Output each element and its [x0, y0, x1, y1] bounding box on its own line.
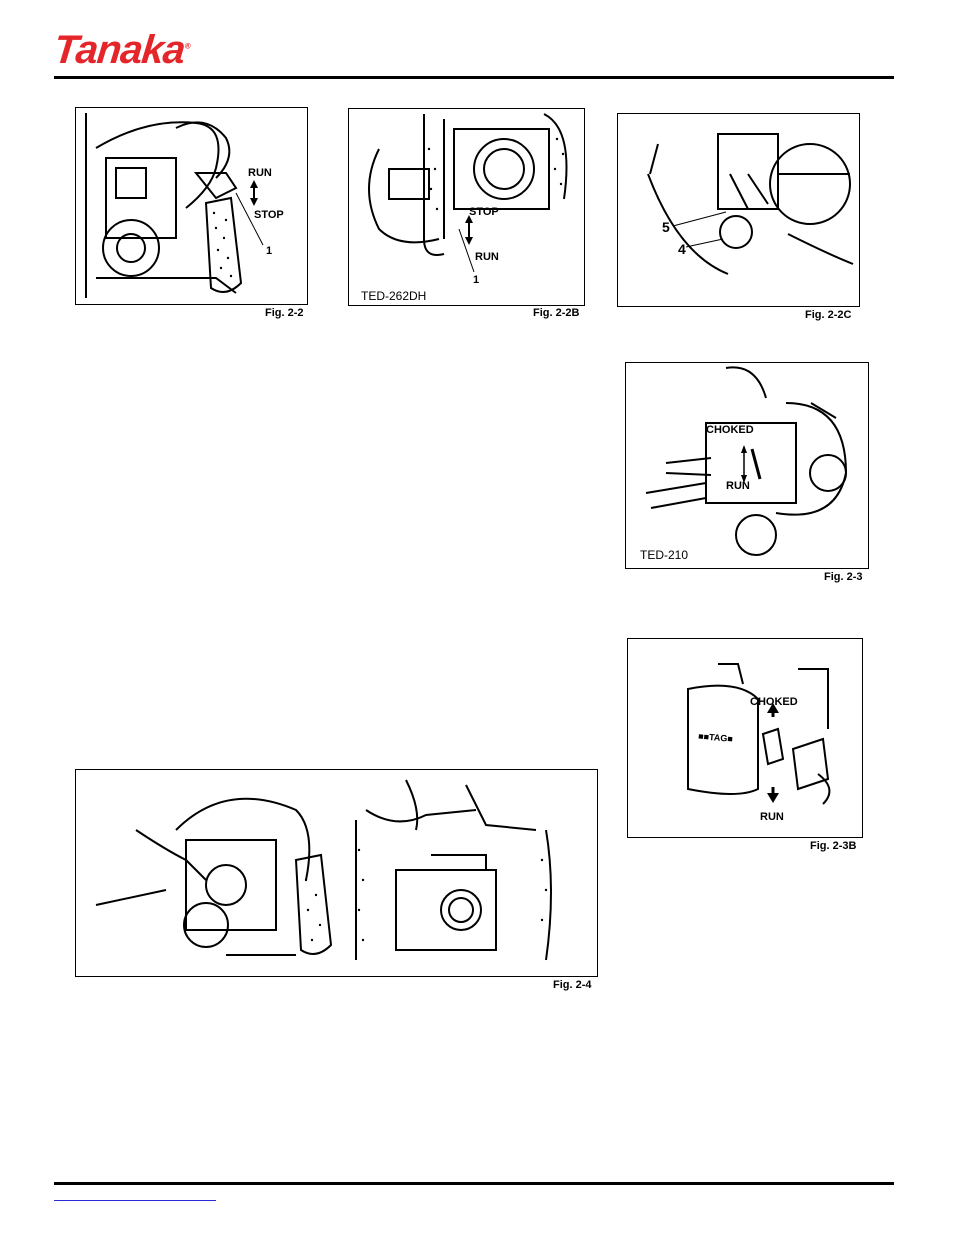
callout-1: 1 [266, 246, 272, 257]
run-label: RUN [760, 812, 784, 823]
brand-logo: Tanaka® [52, 30, 191, 70]
stop-label: STOP [469, 207, 499, 218]
figure-2-2-illustration: RUN STOP 1 [75, 107, 308, 305]
run-label: RUN [475, 252, 499, 263]
figure-2-4-caption: Fig. 2-4 [553, 979, 592, 991]
figure-2-2b-caption: Fig. 2-2B [533, 307, 579, 319]
figure-2-2b-illustration: STOP RUN 1 TED-262DH [348, 108, 585, 306]
figure-2-2-caption: Fig. 2-2 [265, 307, 304, 319]
figure-2-3-drawing [626, 363, 868, 568]
model-label: TED-262DH [361, 290, 426, 302]
footer-rule [54, 1182, 894, 1185]
model-label: TED-210 [640, 549, 688, 561]
footer-link-underline[interactable] [54, 1200, 216, 1201]
svg-text:■■TAG■: ■■TAG■ [698, 731, 733, 744]
figure-2-2b-drawing [349, 109, 584, 305]
choked-label: CHOKED [750, 697, 798, 708]
figure-2-3-illustration: CHOKED RUN TED-210 [625, 362, 869, 569]
run-label: RUN [248, 168, 272, 179]
figure-2-3-caption: Fig. 2-3 [824, 571, 863, 583]
brand-name: Tanaka [52, 28, 187, 72]
figure-2-3b-illustration: ■■TAG■ CHOKED RUN [627, 638, 863, 838]
figure-2-4-drawing [76, 770, 597, 976]
figure-2-3b-drawing: ■■TAG■ [628, 639, 862, 837]
run-label: RUN [726, 481, 750, 492]
figure-2-2c-illustration: 5 4 [617, 113, 860, 307]
figure-2-3b-caption: Fig. 2-3B [810, 840, 856, 852]
figure-2-2-drawing [76, 108, 307, 304]
figure-2-2c-caption: Fig. 2-2C [805, 309, 851, 321]
header-rule [54, 76, 894, 79]
figure-2-2c-drawing [618, 114, 859, 306]
figure-2-4-illustration [75, 769, 598, 977]
registered-mark: ® [184, 42, 190, 51]
callout-5: 5 [662, 220, 670, 234]
callout-4: 4 [678, 242, 686, 256]
callout-1: 1 [473, 275, 479, 286]
stop-label: STOP [254, 210, 284, 221]
choked-label: CHOKED [706, 425, 754, 436]
